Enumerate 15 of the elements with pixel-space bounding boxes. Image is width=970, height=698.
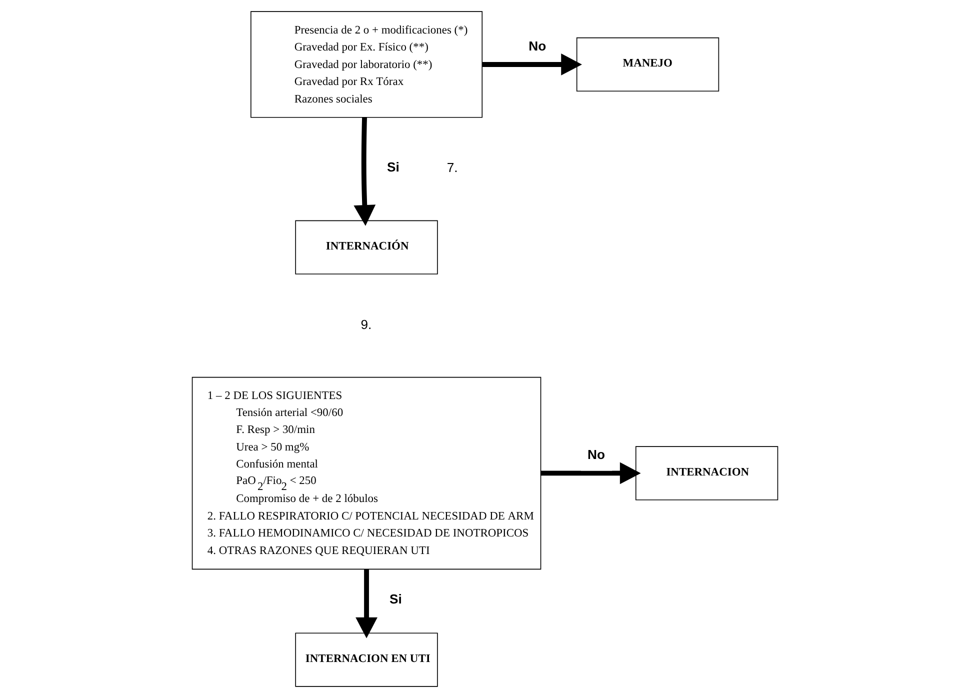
arrow bbox=[540, 462, 641, 484]
arrow bbox=[482, 54, 582, 76]
arrow bbox=[356, 569, 378, 638]
edge-label: Si bbox=[389, 591, 402, 606]
node-box: INTERNACIÓN bbox=[295, 220, 438, 274]
node-box: MANEJO bbox=[576, 37, 720, 92]
edge-label: Si bbox=[387, 159, 400, 174]
edge-label: No bbox=[587, 447, 605, 462]
arrow bbox=[354, 117, 376, 226]
label: 9. bbox=[360, 316, 372, 332]
node-box: INTERNACION EN UTI bbox=[295, 632, 438, 687]
label: 7. bbox=[446, 160, 458, 176]
node-box: Presencia de 2 o + modificaciones (*) Gravedad por Ex. Físico (**) Gravedad por laboratorio (**) Gravedad por Rx Tórax Razones sociales bbox=[250, 11, 483, 118]
edge-label: No bbox=[528, 38, 546, 54]
node-box: INTERNACION bbox=[635, 446, 778, 500]
